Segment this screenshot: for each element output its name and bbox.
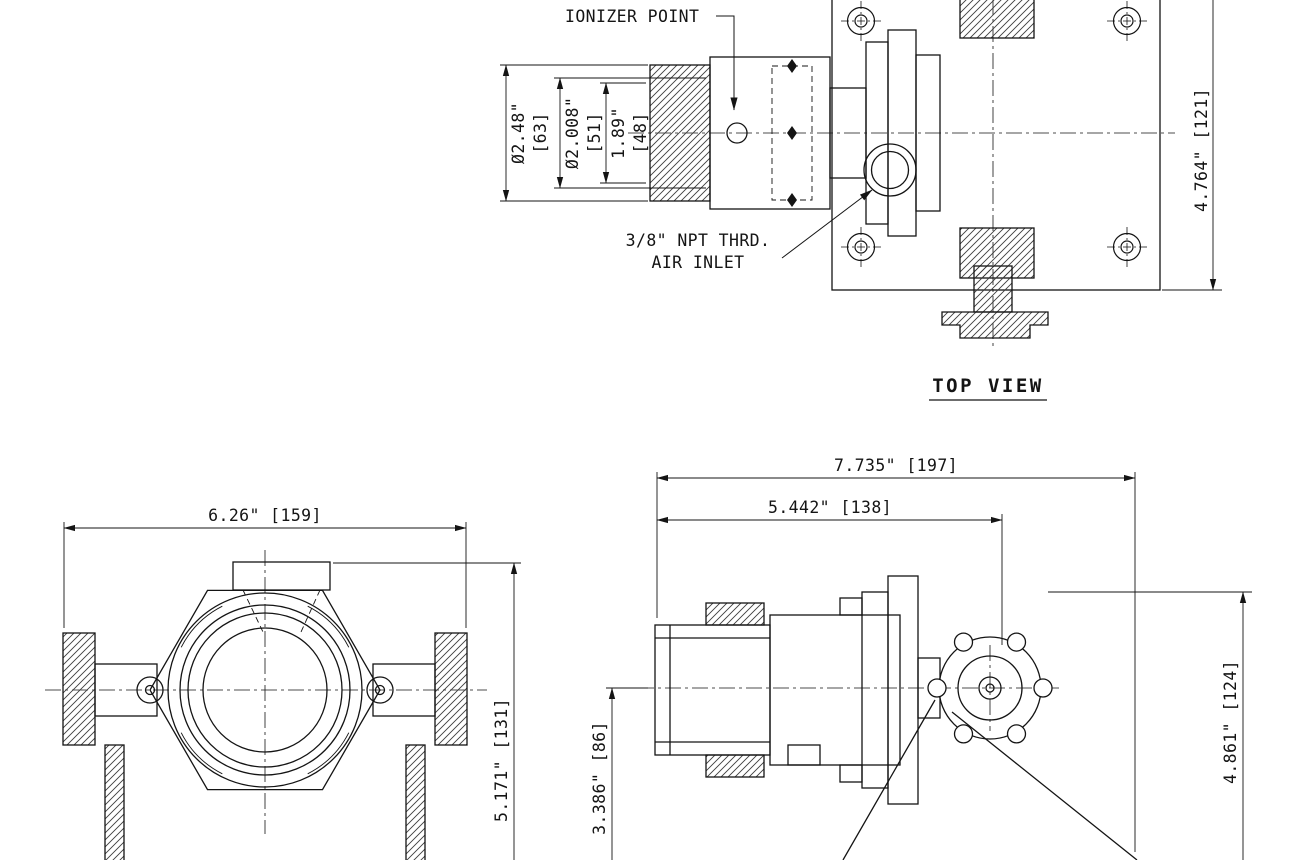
air-inlet-circle xyxy=(863,143,917,197)
side-nozzle-body xyxy=(769,614,901,766)
right-screw xyxy=(366,676,394,704)
side-view: 7.735" [197] 5.442" [138] 3.386" [86] 4.… xyxy=(590,456,1252,860)
right-screw-center xyxy=(374,684,386,696)
left-screw-center xyxy=(144,684,156,696)
side-nozzle-tip xyxy=(654,624,771,756)
dim-overall-height xyxy=(1048,591,1252,860)
dim-dia-inner-in-label: Ø2.008" xyxy=(563,97,582,169)
flange-ring-outer xyxy=(167,592,363,788)
bolt-hole xyxy=(1106,226,1148,268)
flange-ring xyxy=(179,604,351,776)
clamp-bottom xyxy=(705,754,765,778)
flange-step-top xyxy=(839,597,863,616)
spray-cone xyxy=(842,699,1138,860)
dim-plate-height-label: 4.764" [121] xyxy=(1192,88,1211,212)
dim-dia-outer xyxy=(500,64,648,202)
air-inlet-bore xyxy=(870,150,910,190)
dim-overall-length-label: 7.735" [197] xyxy=(834,456,958,475)
side-flange-1 xyxy=(861,591,889,789)
air-inlet-label-line2: AIR INLET xyxy=(651,253,744,272)
air-inlet-leader xyxy=(781,189,873,259)
front-view: 6.26" [159] 5.171" [131] xyxy=(45,506,521,860)
left-leg xyxy=(104,744,125,860)
dim-dia-outer-in-label: Ø2.48" xyxy=(509,102,528,164)
flange-step-bottom xyxy=(839,764,863,783)
dim-front-width xyxy=(63,522,467,628)
nozzle-tip xyxy=(649,64,711,202)
knob-hidden-lines xyxy=(242,589,321,633)
left-screw xyxy=(136,676,164,704)
ionizer-point-leader xyxy=(716,15,738,111)
dim-front-width-label: 6.26" [159] xyxy=(208,506,322,525)
knob-front xyxy=(232,561,331,591)
air-inlet-label-line1: 3/8" NPT THRD. xyxy=(626,231,771,250)
dim-tip-length-mm-label: [48] xyxy=(631,112,650,153)
clamp-top xyxy=(705,602,765,626)
flange-plate-3 xyxy=(915,54,941,212)
right-leg xyxy=(405,744,426,860)
dim-inlet-height xyxy=(606,687,648,860)
dim-body-length-label: 5.442" [138] xyxy=(768,498,892,517)
top-view: Ø2.48" [63] Ø2.008" [51] 1.89" [48] 4.76 xyxy=(500,0,1222,401)
ionizer-point-label: IONIZER POINT xyxy=(565,7,699,26)
dim-inlet-height-label: 3.386" [86] xyxy=(590,721,609,835)
dim-front-height-label: 5.171" [131] xyxy=(492,698,511,822)
dim-tip-length xyxy=(600,82,646,184)
body-detail xyxy=(787,744,821,766)
nozzle-bore xyxy=(202,627,328,753)
dim-dia-inner xyxy=(554,77,706,189)
side-flange-2 xyxy=(887,575,919,805)
dim-body-length xyxy=(656,514,1003,645)
left-mount-plate xyxy=(62,632,96,746)
top-view-title: TOP VIEW xyxy=(932,375,1044,397)
dim-plate-height xyxy=(1162,0,1222,291)
bolt-hole xyxy=(840,0,882,42)
foot-stem xyxy=(973,265,1013,313)
bolt-hole xyxy=(840,226,882,268)
dim-dia-inner-mm-label: [51] xyxy=(585,112,604,153)
adjustment-knob xyxy=(927,632,1053,744)
bolt-hole xyxy=(1106,0,1148,42)
flange-ring-inner xyxy=(187,612,343,768)
hex-flange xyxy=(149,589,381,791)
right-mount-plate xyxy=(434,632,468,746)
ionizer-point-circle xyxy=(726,122,748,144)
dim-dia-outer-mm-label: [63] xyxy=(531,112,550,153)
dim-front-height xyxy=(333,562,521,860)
corner-slot-arcs xyxy=(180,605,350,775)
section-markers xyxy=(787,59,797,207)
clamp-block-top xyxy=(959,0,1035,39)
dim-overall-length xyxy=(656,472,1136,852)
foot-base xyxy=(941,311,1049,339)
dim-tip-length-in-label: 1.89" xyxy=(609,107,628,159)
dim-overall-height-label: 4.861" [124] xyxy=(1221,660,1240,784)
